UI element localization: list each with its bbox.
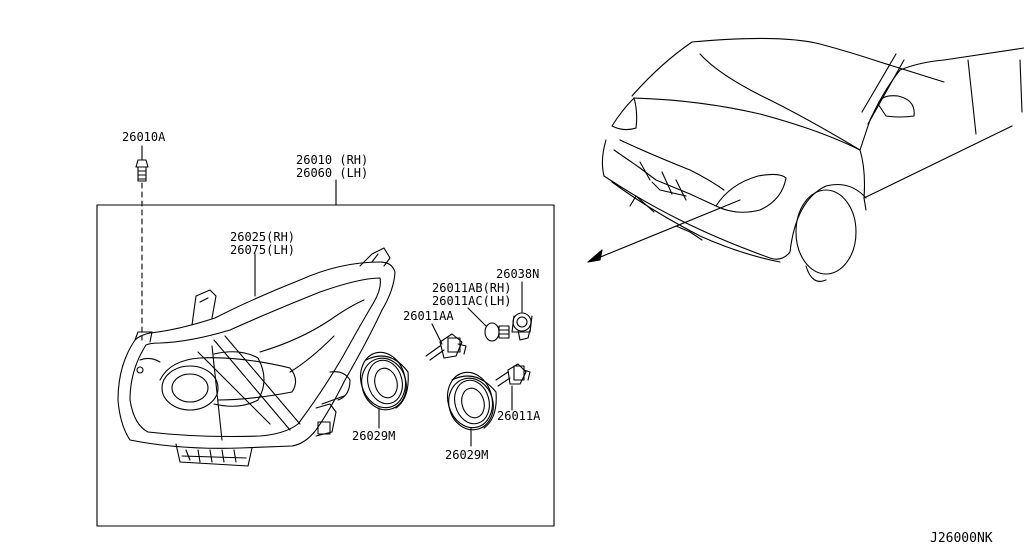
figure-code: J26000NK — [930, 531, 993, 546]
socket-icon — [511, 312, 533, 341]
label-lens-rh: 26025(RH) — [230, 230, 295, 244]
label-headlamp-rh: 26010 (RH) — [296, 153, 368, 167]
bulb-low-icon — [495, 363, 531, 387]
assembly-box — [96, 204, 555, 527]
location-arrow — [597, 199, 741, 259]
label-bulb-main: 26011AA — [403, 309, 454, 323]
label-cap-right: 26029M — [445, 448, 488, 462]
headlamp-assembly-icon — [117, 247, 396, 467]
label-socket: 26038N — [496, 267, 539, 281]
bolt-icon — [135, 159, 149, 182]
bulb-side-leader — [467, 307, 487, 327]
label-bulb-low: 26011A — [497, 409, 541, 423]
bulb-side-icon — [484, 322, 510, 342]
dust-cap-left-icon — [359, 351, 409, 411]
bulb-main-icon — [425, 333, 467, 361]
label-headlamp-lh: 26060 (LH) — [296, 166, 368, 180]
bulb-main-leader — [431, 323, 443, 345]
label-lens-lh: 26075(LH) — [230, 243, 295, 257]
label-bulb-side-lh: 26011AC(LH) — [432, 294, 511, 308]
label-cap-left: 26029M — [352, 429, 395, 443]
label-bulb-side-rh: 26011AB(RH) — [432, 281, 511, 295]
car-front-view-icon — [601, 37, 1024, 282]
dust-cap-right-icon — [446, 371, 497, 431]
label-bolt: 26010A — [122, 130, 166, 144]
arrow-head-icon — [587, 249, 603, 263]
